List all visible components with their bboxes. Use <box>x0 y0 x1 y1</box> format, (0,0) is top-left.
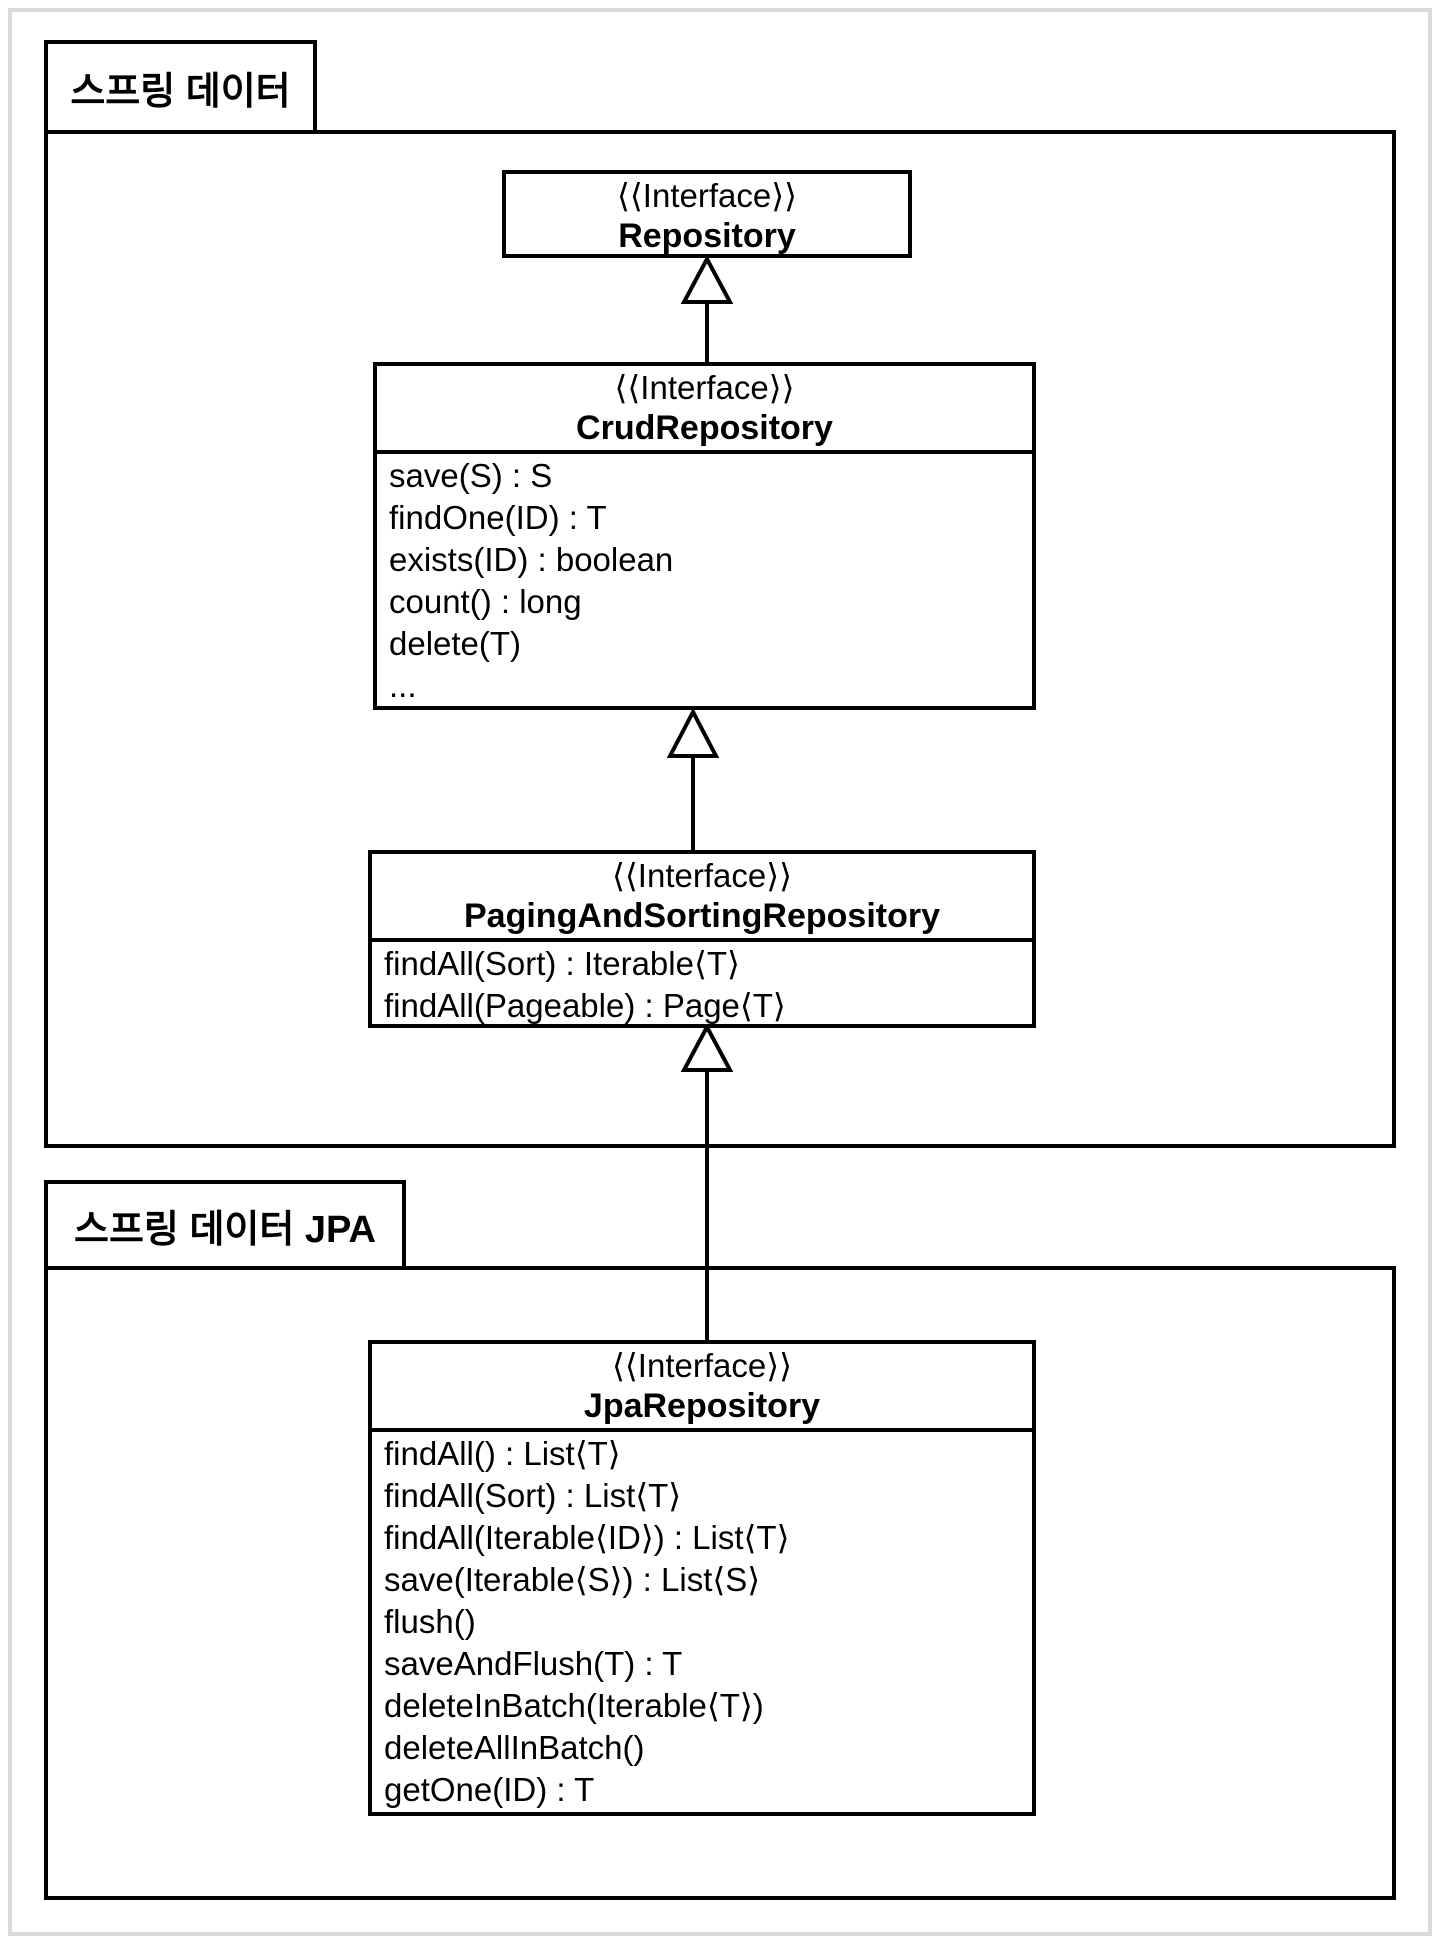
stereotype-label: ⟨⟨Interface⟩⟩ <box>614 369 795 406</box>
interface-box-jpa-repository: ⟨⟨Interface⟩⟩ JpaRepository findAll() : … <box>368 1340 1036 1816</box>
method-item: flush() <box>384 1603 476 1640</box>
interface-name-jpa-repository: JpaRepository <box>583 1387 821 1425</box>
interface-header-repository: ⟨⟨Interface⟩⟩ Repository <box>506 174 908 258</box>
interface-box-paging-and-sorting-repository: ⟨⟨Interface⟩⟩ PagingAndSortingRepository… <box>368 850 1036 1028</box>
interface-name-repository: Repository <box>618 217 796 255</box>
method-item: findAll() : List⟨T⟩ <box>384 1435 621 1472</box>
stereotype-label: ⟨⟨Interface⟩⟩ <box>612 1347 792 1384</box>
method-item: deleteAllInBatch() <box>384 1729 645 1766</box>
method-item: findOne(ID) : T <box>389 499 607 536</box>
method-item: save(S) : S <box>389 457 553 494</box>
package-label-spring-data: 스프링 데이터 <box>70 70 291 113</box>
method-list-paging-and-sorting-repository: findAll(Sort) : Iterable⟨T⟩ findAll(Pagea… <box>372 938 1032 1027</box>
method-item: delete(T) <box>389 625 522 662</box>
interface-header-crud-repository: ⟨⟨Interface⟩⟩ CrudRepository <box>377 366 1032 450</box>
interface-header-paging-and-sorting-repository: ⟨⟨Interface⟩⟩ PagingAndSortingRepository <box>372 854 1032 938</box>
method-list-jpa-repository: findAll() : List⟨T⟩ findAll(Sort) : List⟨… <box>372 1428 1032 1811</box>
interface-name-crud-repository: CrudRepository <box>576 409 833 447</box>
method-list-crud-repository: save(S) : S findOne(ID) : T exists(ID) : b… <box>377 450 1032 707</box>
outer-border <box>8 8 1432 1936</box>
method-item: saveAndFlush(T) : T <box>384 1645 683 1682</box>
method-item: exists(ID) : boolean <box>389 541 674 578</box>
method-item: save(Iterable⟨S⟩) : List⟨S⟩ <box>384 1561 761 1598</box>
method-item: findAll(Pageable) : Page⟨T⟩ <box>384 987 786 1024</box>
method-item: ... <box>389 667 417 704</box>
interface-header-jpa-repository: ⟨⟨Interface⟩⟩ JpaRepository <box>372 1344 1032 1428</box>
method-item: count() : long <box>389 583 582 620</box>
package-label-spring-data-jpa: 스프링 데이터 JPA <box>74 1208 376 1251</box>
stereotype-label: ⟨⟨Interface⟩⟩ <box>612 857 792 894</box>
package-tab-spring-data: 스프링 데이터 <box>44 40 317 134</box>
interface-name-paging-and-sorting-repository: PagingAndSortingRepository <box>464 897 940 935</box>
interface-box-crud-repository: ⟨⟨Interface⟩⟩ CrudRepository save(S) : S… <box>373 362 1036 710</box>
method-item: deleteInBatch(Iterable⟨T⟩) <box>384 1687 764 1724</box>
interface-box-repository: ⟨⟨Interface⟩⟩ Repository <box>502 170 912 258</box>
method-item: findAll(Sort) : Iterable⟨T⟩ <box>384 945 740 982</box>
method-item: getOne(ID) : T <box>384 1771 595 1808</box>
package-tab-spring-data-jpa: 스프링 데이터 JPA <box>44 1180 406 1270</box>
method-item: findAll(Sort) : List⟨T⟩ <box>384 1477 682 1514</box>
stereotype-label: ⟨⟨Interface⟩⟩ <box>617 177 797 214</box>
method-item: findAll(Iterable⟨ID⟩) : List⟨T⟩ <box>384 1519 790 1556</box>
